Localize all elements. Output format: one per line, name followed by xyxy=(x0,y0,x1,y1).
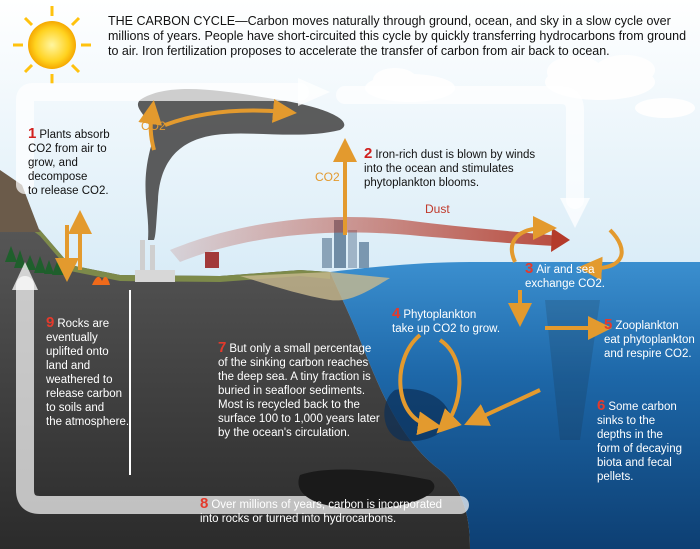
step-number: 6 xyxy=(597,397,606,414)
step-number: 3 xyxy=(525,260,534,277)
mountain xyxy=(0,170,40,232)
step-text: Plants absorb CO2 from air to grow, and … xyxy=(28,129,110,197)
ground xyxy=(0,200,470,549)
page-title: THE CARBON CYCLE xyxy=(108,14,236,28)
co2-flow-arrows xyxy=(55,98,624,436)
step-number: 4 xyxy=(392,305,401,322)
step-text: Phytoplankton take up CO2 to grow. xyxy=(392,309,501,335)
step-text: Over millions of years, carbon is incorp… xyxy=(200,499,443,525)
smoke-plume xyxy=(137,89,345,240)
step-number: 2 xyxy=(364,145,373,162)
co2-label: CO2 xyxy=(315,170,340,184)
step-number: 1 xyxy=(28,125,37,142)
cycle-arrow xyxy=(16,83,584,514)
step-text: But only a small percentage of the sinki… xyxy=(218,343,380,439)
dust-label: Dust xyxy=(425,202,450,216)
step-text: Rocks are eventually uplifted onto land … xyxy=(46,318,130,428)
intro-text: —Carbon moves naturally through ground, … xyxy=(108,14,687,58)
step-text: Iron-rich dust is blown by winds into th… xyxy=(364,149,536,189)
fire-icon xyxy=(92,276,110,285)
co2-label: CO2 xyxy=(141,119,166,133)
step-number: 7 xyxy=(218,339,227,356)
dust-arrow xyxy=(170,216,560,262)
factory xyxy=(135,240,175,282)
step-number: 5 xyxy=(604,316,613,333)
step-text: Air and sea exchange CO2. xyxy=(525,264,605,290)
sun-icon xyxy=(13,6,91,84)
step-text: Some carbon sinks to the depths in the f… xyxy=(597,401,683,483)
step-text: Zooplankton eat phytoplankton and respir… xyxy=(604,320,695,360)
step-number: 8 xyxy=(200,495,209,512)
step-number: 9 xyxy=(46,314,55,331)
hydrocarbon-deposit xyxy=(298,469,435,509)
title-block: THE CARBON CYCLE—Carbon moves naturally … xyxy=(108,14,688,59)
